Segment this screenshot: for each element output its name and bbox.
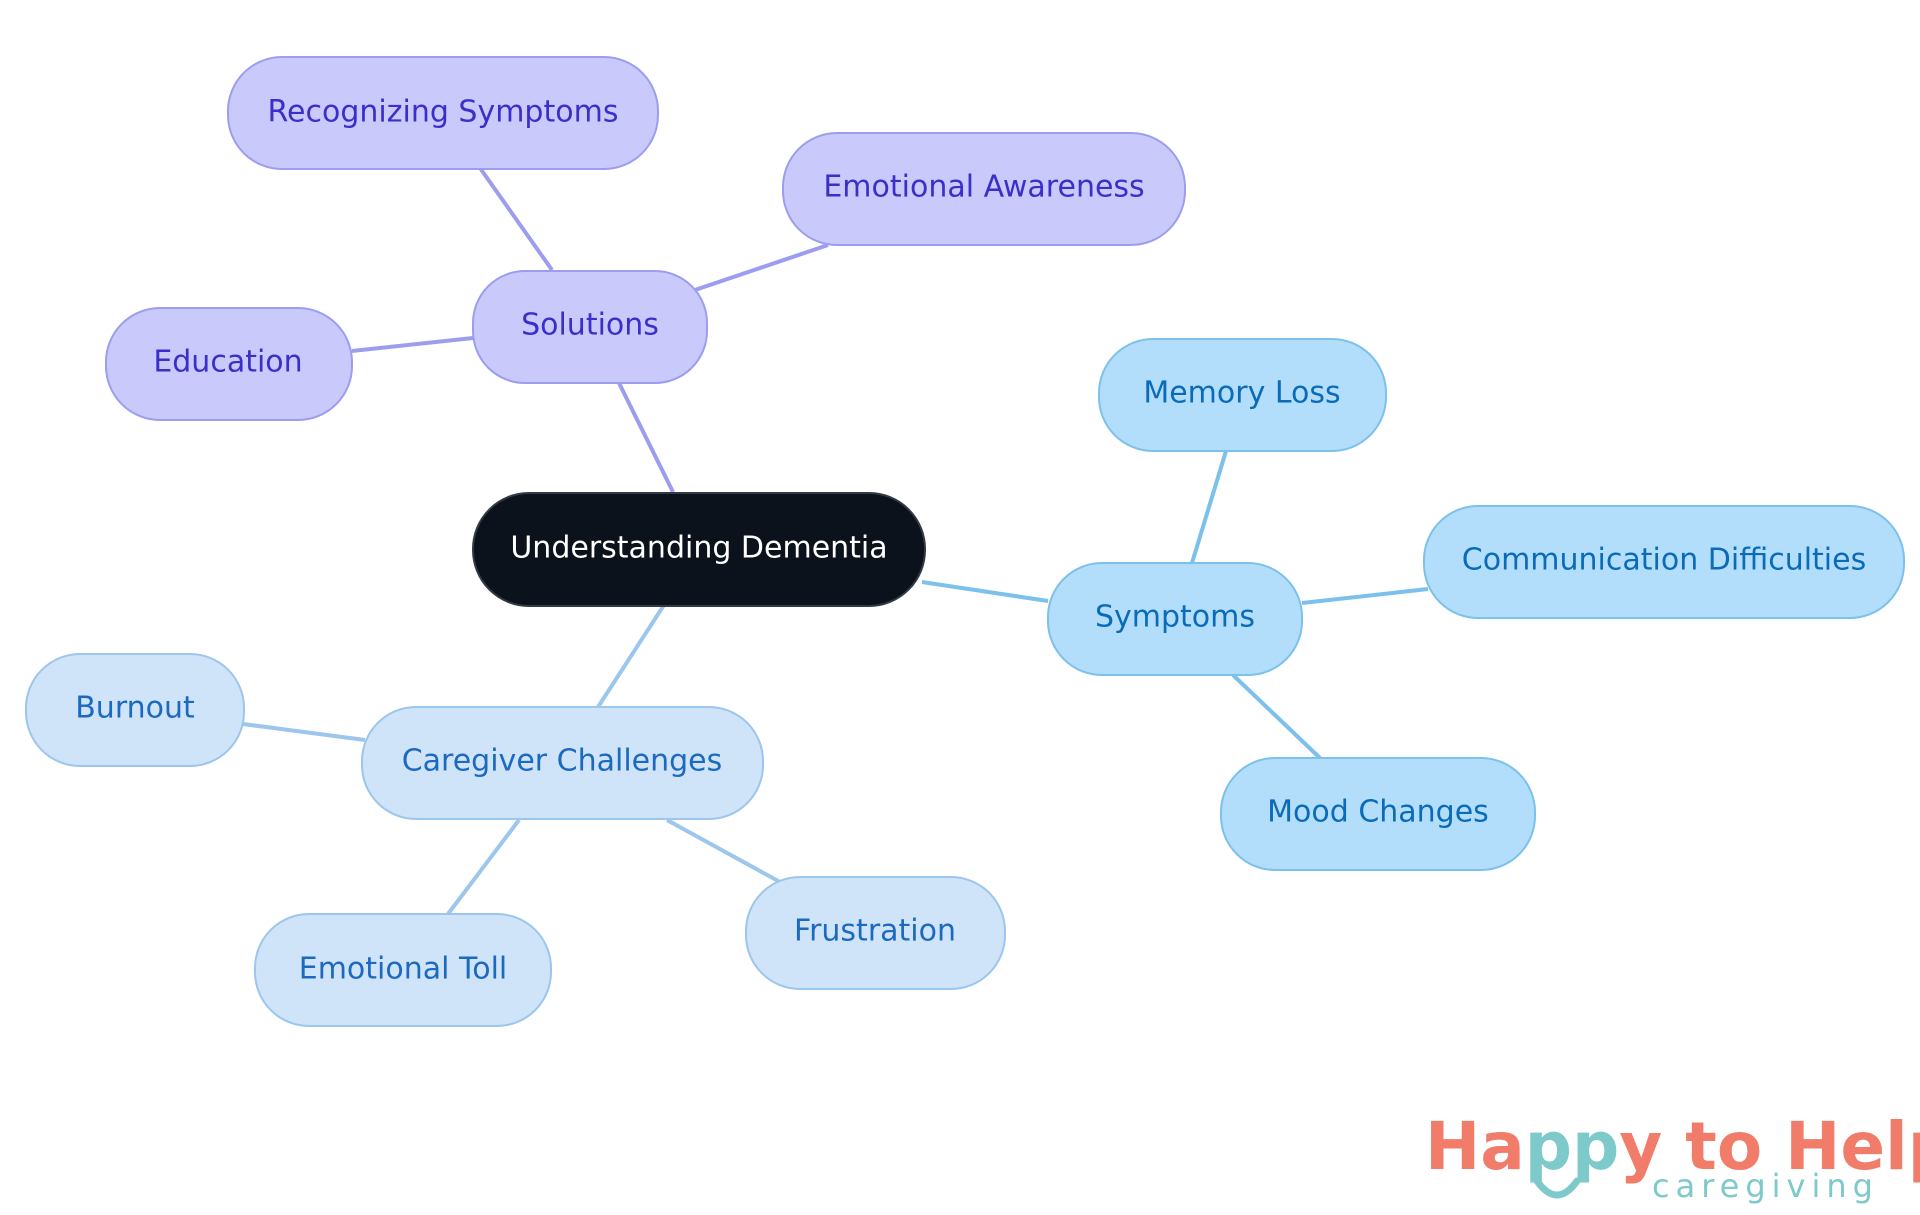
node-education-label: Education — [153, 345, 302, 380]
logo-name-part1: Ha — [1425, 1108, 1525, 1185]
node-emotional-toll: Emotional Toll — [254, 913, 552, 1027]
node-communication-difficulties: Communication Difficulties — [1423, 505, 1905, 619]
node-recognizing-symptoms: Recognizing Symptoms — [227, 56, 659, 170]
logo-name-part3: y to Help — [1619, 1108, 1920, 1185]
connector-challenges-burnout — [242, 722, 366, 742]
node-frustration-label: Frustration — [794, 914, 956, 949]
node-education: Education — [105, 307, 353, 421]
connector-symptoms-mood — [1231, 673, 1322, 760]
node-root: Understanding Dementia — [472, 492, 926, 607]
node-solutions-label: Solutions — [521, 308, 659, 343]
node-mood-changes-label: Mood Changes — [1267, 795, 1489, 830]
node-memory-loss: Memory Loss — [1098, 338, 1387, 452]
node-burnout: Burnout — [25, 653, 245, 767]
connector-challenges-emotional-toll — [446, 818, 521, 916]
connector-root-solutions — [616, 380, 675, 493]
connector-root-challenges — [596, 603, 666, 709]
node-emotional-awareness-label: Emotional Awareness — [823, 170, 1144, 205]
node-burnout-label: Burnout — [75, 691, 195, 726]
node-emotional-toll-label: Emotional Toll — [299, 952, 508, 987]
connector-solutions-education — [351, 336, 474, 353]
node-solutions: Solutions — [472, 270, 708, 384]
node-root-label: Understanding Dementia — [510, 531, 887, 566]
connector-symptoms-memory — [1190, 450, 1228, 564]
connector-solutions-recognizing — [478, 166, 554, 272]
logo-name-part2: pp — [1525, 1108, 1620, 1185]
logo-tagline: caregiving — [1652, 1167, 1879, 1205]
connector-symptoms-communication — [1301, 587, 1429, 605]
connectors — [242, 166, 1429, 916]
happy-to-help-logo: Happy to Help caregiving — [1425, 1108, 1920, 1205]
node-communication-difficulties-label: Communication Difficulties — [1462, 543, 1866, 578]
node-mood-changes: Mood Changes — [1220, 757, 1536, 871]
node-symptoms: Symptoms — [1047, 562, 1303, 676]
node-caregiver-challenges-label: Caregiver Challenges — [402, 744, 723, 779]
node-recognizing-symptoms-label: Recognizing Symptoms — [268, 95, 619, 130]
svg-text:Happy to Help: Happy to Help — [1425, 1108, 1920, 1185]
node-memory-loss-label: Memory Loss — [1143, 376, 1340, 411]
node-symptoms-label: Symptoms — [1095, 600, 1255, 635]
connector-root-symptoms — [921, 580, 1049, 603]
node-frustration: Frustration — [745, 876, 1006, 990]
connector-solutions-emotional-awareness — [694, 243, 829, 292]
connector-challenges-frustration — [666, 818, 781, 884]
smile-icon — [1533, 1177, 1581, 1199]
node-emotional-awareness: Emotional Awareness — [782, 132, 1186, 246]
node-caregiver-challenges: Caregiver Challenges — [361, 706, 764, 820]
